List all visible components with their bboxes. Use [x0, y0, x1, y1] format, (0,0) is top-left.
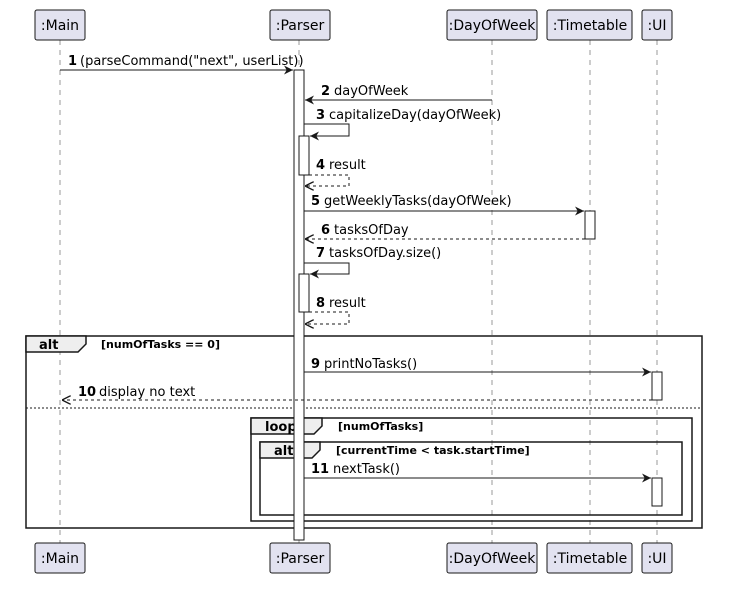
message-number: 3	[316, 108, 325, 123]
activation-parser-self-2	[298, 273, 310, 313]
participant-label: :Timetable	[553, 551, 627, 567]
participant-parser[interactable]: :Parser	[269, 9, 331, 41]
activation-parser-self-1	[298, 135, 310, 176]
message-number: 2	[321, 84, 330, 99]
participant-ui[interactable]: :UI	[641, 542, 673, 574]
participant-label: :UI	[647, 18, 666, 34]
participant-label: :Timetable	[553, 18, 627, 34]
message-label: printNoTasks()	[324, 357, 417, 372]
participant-label: :Parser	[276, 551, 325, 567]
message-label: dayOfWeek	[334, 84, 409, 99]
participant-label: :UI	[647, 551, 666, 567]
fragment-guard: [currentTime < task.startTime]	[336, 444, 530, 457]
message-number: 6	[321, 223, 330, 238]
message-number: 8	[316, 296, 325, 311]
message-arrow	[304, 262, 350, 279]
participant-label: :DayOfWeek	[449, 18, 537, 34]
fragment-guard: [numOfTasks == 0]	[101, 338, 220, 351]
message-number: 10	[78, 385, 96, 400]
fragment-operator: alt	[39, 338, 58, 353]
participant-dayofweek[interactable]: :DayOfWeek	[446, 9, 538, 41]
message-number: 5	[311, 194, 320, 209]
message-arrow	[304, 123, 350, 141]
message-label: nextTask()	[333, 462, 400, 477]
participant-label: :Parser	[276, 18, 325, 34]
fragment-operator: loop	[265, 420, 297, 435]
message-label: tasksOfDay.size()	[329, 246, 441, 261]
message-label: tasksOfDay	[334, 223, 409, 238]
message-arrow	[305, 311, 350, 324]
message-label: capitalizeDay(dayOfWeek)	[329, 108, 501, 123]
fragment-operator: alt	[274, 444, 293, 459]
messages: 1 (parseCommand("next", userList)) 2 day…	[60, 54, 652, 483]
message-number: 4	[316, 158, 325, 173]
message-label: display no text	[99, 385, 195, 400]
participant-timetable[interactable]: :Timetable	[546, 542, 633, 574]
fragment-guard: [numOfTasks]	[338, 420, 423, 433]
message-label: result	[329, 158, 366, 173]
participant-label: :Main	[41, 18, 79, 34]
participant-timetable[interactable]: :Timetable	[546, 9, 633, 41]
participant-parser[interactable]: :Parser	[269, 542, 331, 574]
message-label: result	[329, 296, 366, 311]
message-number: 9	[311, 357, 320, 372]
activations	[293, 69, 663, 541]
fragment-alt-inner: alt [currentTime < task.startTime]	[259, 441, 683, 516]
participant-label: :DayOfWeek	[449, 551, 537, 567]
message-number: 11	[311, 462, 329, 477]
message-label: (parseCommand("next", userList))	[80, 54, 304, 69]
participant-label: :Main	[41, 551, 79, 567]
message-number: 1	[68, 54, 77, 69]
message-label: getWeeklyTasks(dayOfWeek)	[324, 194, 512, 209]
participant-ui[interactable]: :UI	[641, 9, 673, 41]
participant-dayofweek[interactable]: :DayOfWeek	[446, 542, 538, 574]
activation-timetable	[584, 210, 596, 240]
participants-bottom: :Main :Parser :DayOfWeek :Timetable :UI	[34, 542, 673, 574]
activation-ui-1	[651, 371, 663, 401]
message-number: 7	[316, 246, 325, 261]
participant-main[interactable]: :Main	[34, 542, 86, 574]
participant-main[interactable]: :Main	[34, 9, 86, 41]
message-arrow	[305, 174, 350, 186]
activation-ui-2	[651, 477, 663, 507]
participants-top: :Main :Parser :DayOfWeek :Timetable :UI	[34, 9, 673, 41]
fragment-alt-outer: alt [numOfTasks == 0]	[25, 335, 703, 529]
